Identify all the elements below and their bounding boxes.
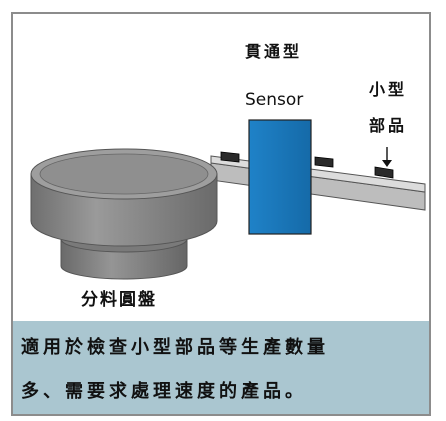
- part-label-line1: 小型: [369, 80, 408, 99]
- small-part-after-sensor: [314, 156, 334, 168]
- small-part-before-sensor: [220, 151, 240, 163]
- feeder-label: 分料圓盤: [81, 290, 157, 310]
- feeder-sensor-diagram: [30, 119, 426, 280]
- through-beam-sensor: [248, 119, 312, 235]
- diagram-frame: 貫通型 Sensor 小型 部品 分料圓盤 適用於檢查小型部品等生產數量 多、需…: [11, 12, 431, 416]
- feeder-bowl: [30, 148, 218, 247]
- description-line-1: 適用於檢查小型部品等生產數量: [21, 337, 329, 358]
- description-line-2: 多、需要求處理速度的產品。: [21, 381, 307, 402]
- part-label-line2: 部品: [369, 116, 408, 135]
- sensor-type-label: 貫通型: [245, 42, 303, 61]
- description-box: 適用於檢查小型部品等生產數量 多、需要求處理速度的產品。: [13, 321, 429, 414]
- small-part-indicated: [374, 166, 394, 179]
- sensor-name-label: Sensor: [245, 90, 304, 110]
- part-arrow: [382, 147, 392, 167]
